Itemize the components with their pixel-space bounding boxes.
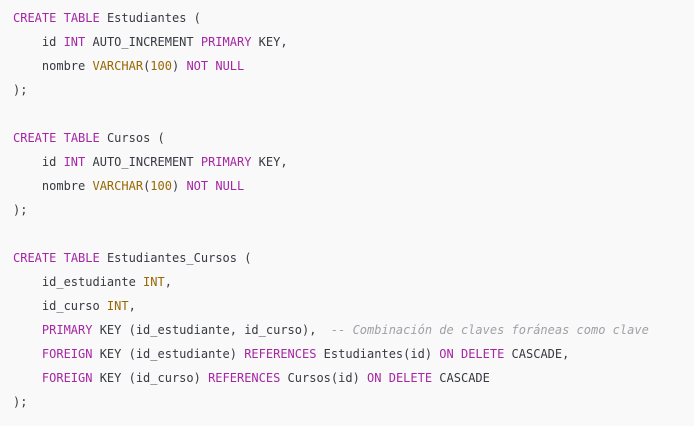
code-text: KEY (id_estudiante): [92, 347, 245, 361]
code-text: Cursos (: [99, 131, 165, 145]
code-text: AUTO_INCREMENT: [85, 35, 201, 49]
code-text: [13, 371, 42, 385]
code-keyword: REFERENCES: [208, 371, 281, 385]
code-text: KEY (id_estudiante, id_curso),: [92, 323, 331, 337]
code-line: id_curso INT,: [13, 294, 694, 318]
code-text: Estudiantes(id): [316, 347, 440, 361]
code-keyword: DELETE: [388, 371, 433, 385]
code-keyword: PRIMARY: [200, 155, 252, 169]
code-text: [56, 131, 63, 145]
code-text: );: [13, 395, 28, 409]
code-line: CREATE TABLE Estudiantes (: [13, 6, 694, 30]
code-line: id_estudiante INT,: [13, 270, 694, 294]
code-text: Estudiantes_Cursos (: [99, 251, 252, 265]
code-keyword: CREATE: [13, 131, 57, 145]
code-text: id: [13, 155, 64, 169]
code-text: [13, 323, 42, 337]
code-line: );: [13, 390, 694, 414]
code-keyword: DELETE: [460, 347, 505, 361]
code-keyword: NULL: [215, 179, 245, 193]
code-keyword: NOT: [186, 59, 209, 73]
code-line: id INT AUTO_INCREMENT PRIMARY KEY,: [13, 150, 694, 174]
code-text: ): [171, 179, 187, 193]
code-type: VARCHAR: [92, 179, 144, 193]
code-line: [13, 222, 694, 246]
code-text: [454, 347, 461, 361]
code-keyword: ON: [439, 347, 454, 361]
code-text: CASCADE: [432, 371, 490, 385]
code-keyword: INT: [63, 35, 86, 49]
code-line: );: [13, 198, 694, 222]
code-keyword: ON: [367, 371, 382, 385]
code-keyword: REFERENCES: [244, 347, 317, 361]
code-line: FOREIGN KEY (id_estudiante) REFERENCES E…: [13, 342, 694, 366]
code-type: INT: [143, 275, 165, 289]
code-keyword: TABLE: [63, 131, 100, 145]
code-keyword: CREATE: [13, 11, 57, 25]
code-text: Estudiantes (: [99, 11, 201, 25]
code-line: nombre VARCHAR(100) NOT NULL: [13, 174, 694, 198]
code-keyword: TABLE: [63, 251, 100, 265]
code-type: VARCHAR: [92, 59, 144, 73]
code-keyword: FOREIGN: [41, 371, 93, 385]
code-keyword: NULL: [215, 59, 245, 73]
code-line: nombre VARCHAR(100) NOT NULL: [13, 54, 694, 78]
code-text: [381, 371, 388, 385]
code-text: ,: [128, 299, 136, 313]
code-text: Cursos(id): [280, 371, 368, 385]
code-text: ): [171, 59, 187, 73]
code-comment: -- Combinación de claves foráneas como c…: [330, 323, 649, 337]
code-text: [13, 347, 42, 361]
code-keyword: PRIMARY: [200, 35, 252, 49]
code-text: );: [13, 203, 28, 217]
code-type: 100: [150, 59, 172, 73]
code-text: ,: [164, 275, 172, 289]
code-text: KEY,: [251, 155, 288, 169]
code-line: id INT AUTO_INCREMENT PRIMARY KEY,: [13, 30, 694, 54]
code-text: [56, 11, 63, 25]
code-text: id_curso: [13, 299, 107, 313]
code-text: id_estudiante: [13, 275, 144, 289]
code-line: CREATE TABLE Estudiantes_Cursos (: [13, 246, 694, 270]
code-line: FOREIGN KEY (id_curso) REFERENCES Cursos…: [13, 366, 694, 390]
code-text: KEY,: [251, 35, 288, 49]
code-text: AUTO_INCREMENT: [85, 155, 201, 169]
code-text: );: [13, 83, 28, 97]
code-text: KEY (id_curso): [92, 371, 209, 385]
code-type: 100: [150, 179, 172, 193]
code-line: CREATE TABLE Cursos (: [13, 126, 694, 150]
code-text: CASCADE,: [504, 347, 570, 361]
code-line: [13, 102, 694, 126]
code-keyword: INT: [63, 155, 86, 169]
code-line: );: [13, 78, 694, 102]
code-keyword: CREATE: [13, 251, 57, 265]
code-text: nombre: [13, 179, 93, 193]
code-type: INT: [106, 299, 129, 313]
code-text: nombre: [13, 59, 93, 73]
code-text: (: [143, 59, 151, 73]
code-text: id: [13, 35, 64, 49]
code-text: (: [143, 179, 151, 193]
code-line: PRIMARY KEY (id_estudiante, id_curso), -…: [13, 318, 694, 342]
code-keyword: TABLE: [63, 11, 100, 25]
code-text: [56, 251, 63, 265]
code-keyword: PRIMARY: [41, 323, 93, 337]
code-keyword: FOREIGN: [41, 347, 93, 361]
code-lines: CREATE TABLE Estudiantes ( id INT AUTO_I…: [13, 6, 694, 414]
code-keyword: NOT: [186, 179, 209, 193]
